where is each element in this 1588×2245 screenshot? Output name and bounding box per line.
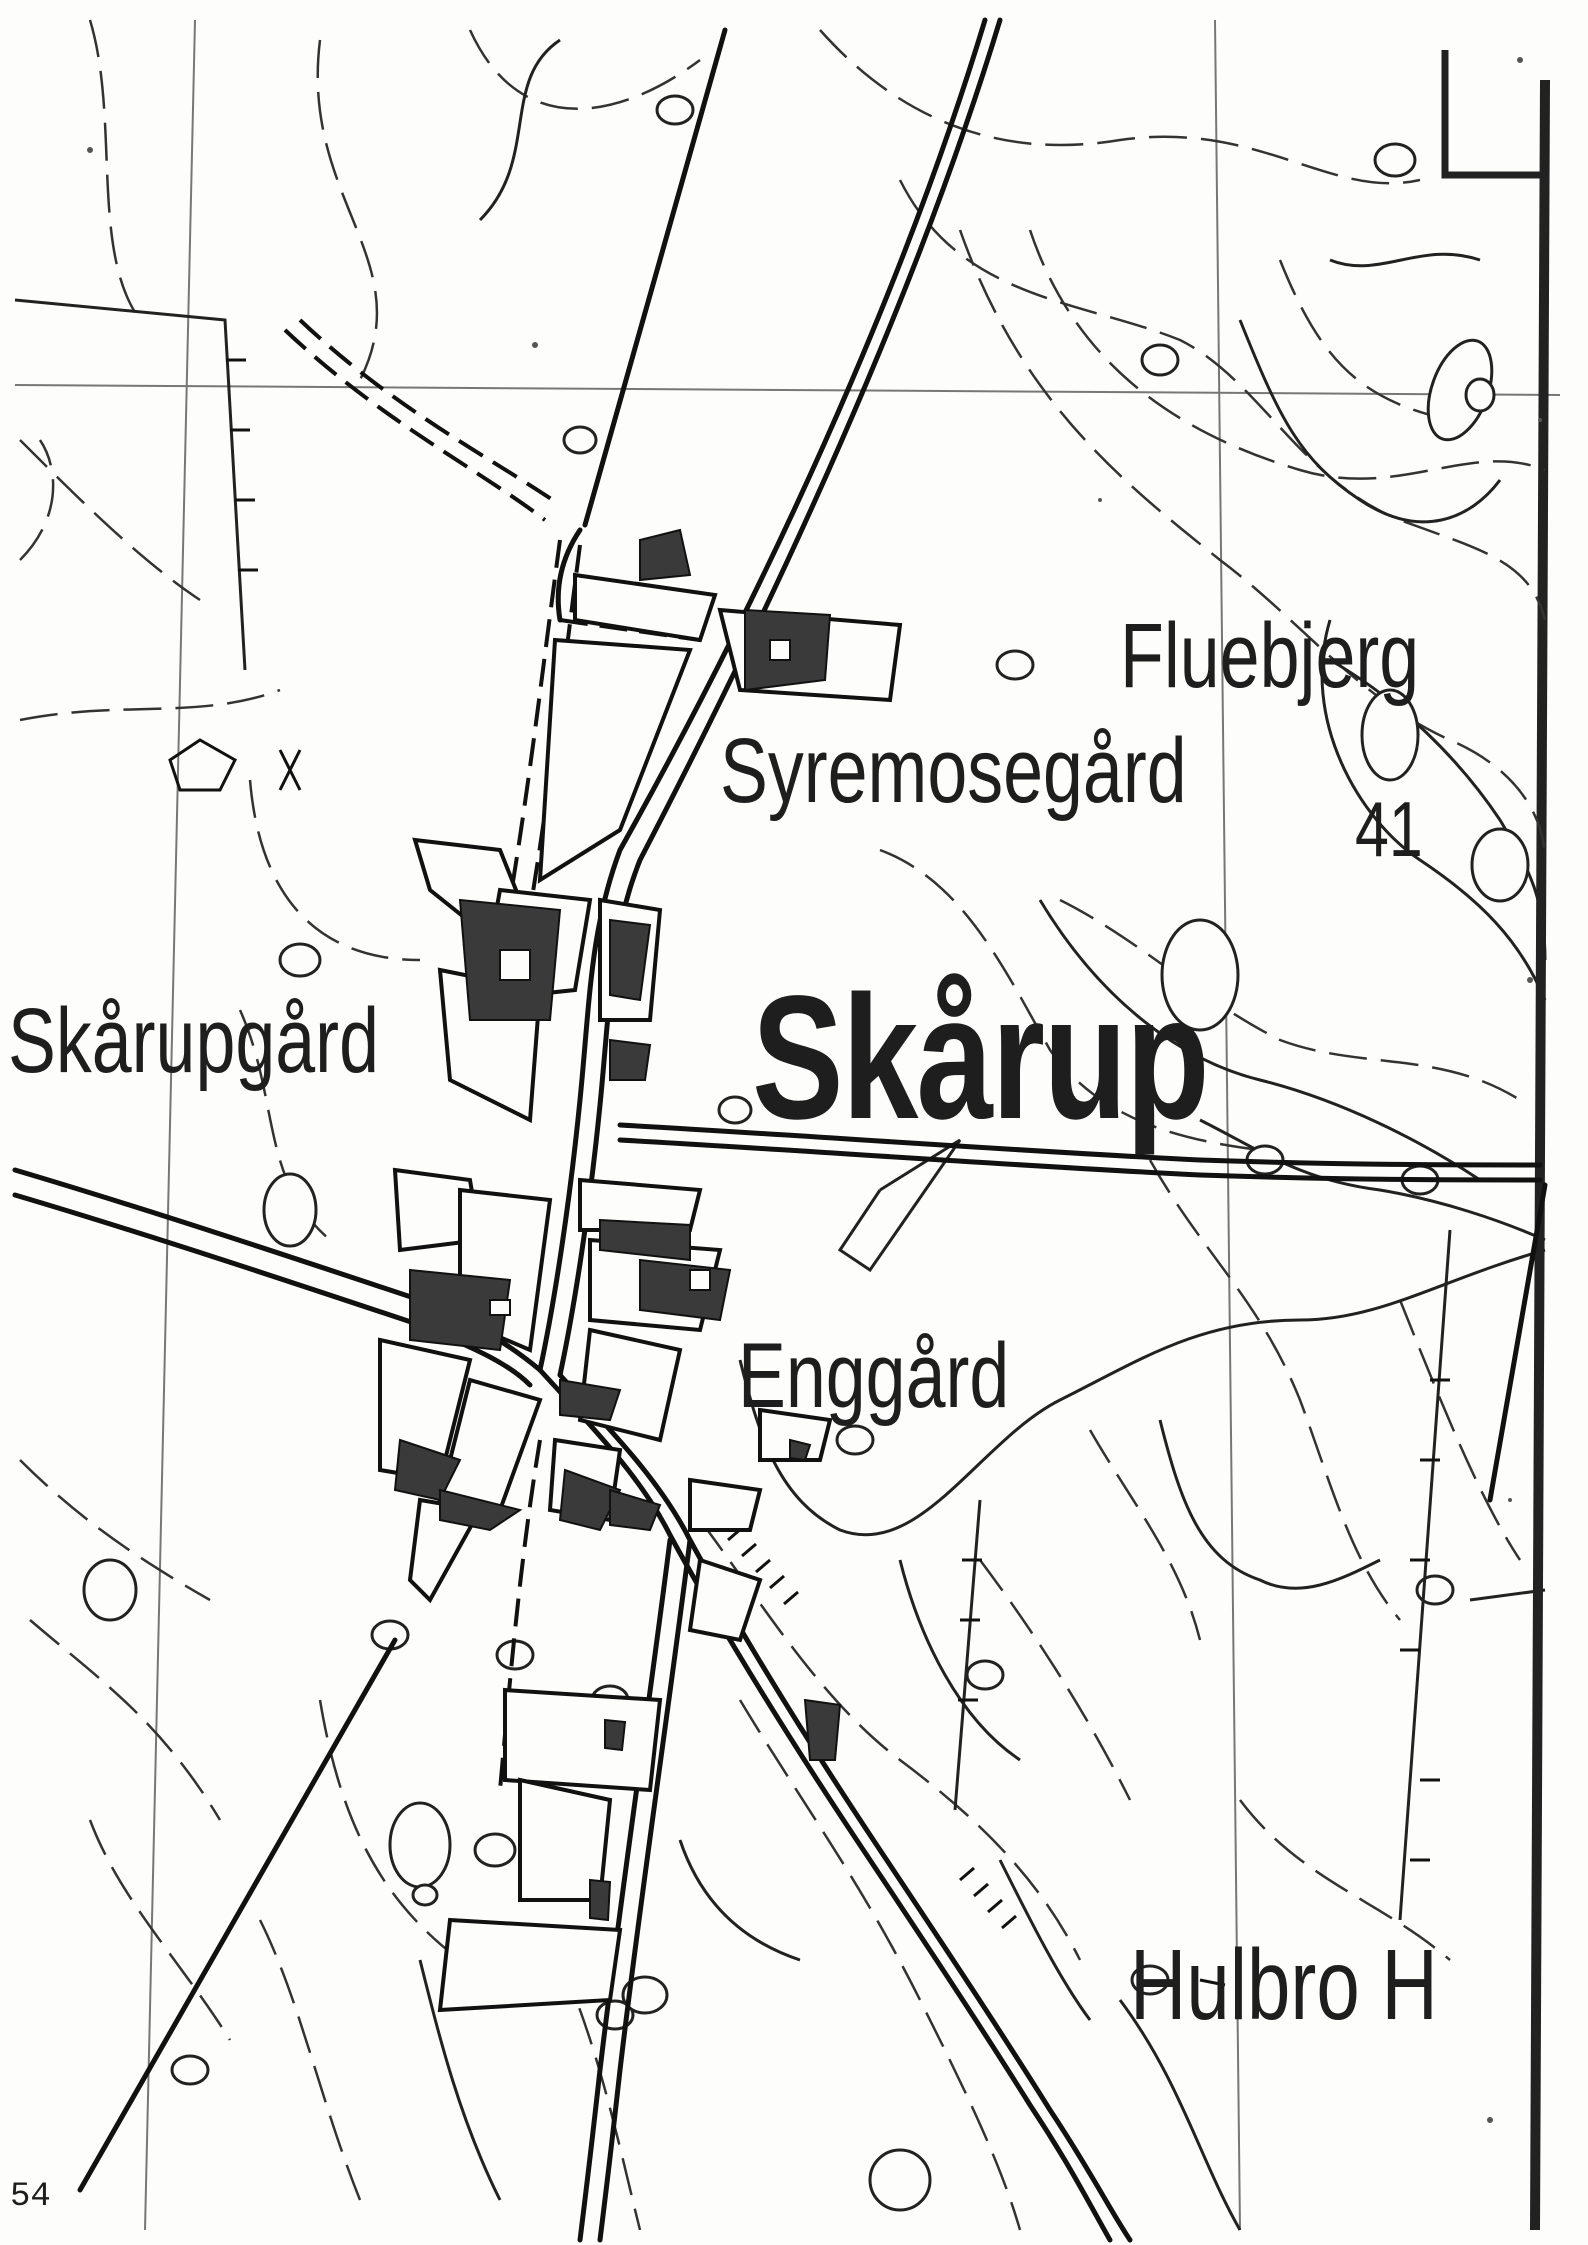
place-label-enggard: Enggård (738, 1325, 1010, 1427)
place-label-syremosegard: Syremosegård (720, 720, 1187, 822)
courtyards (489, 639, 791, 1316)
scan-border (1441, 50, 1550, 2231)
scan-noise (87, 57, 1542, 2123)
tick-marks (226, 358, 1450, 1862)
village-blocks (378, 572, 903, 2013)
page-number: 54 (10, 2178, 51, 2216)
place-label-skarup: Skårup (752, 960, 1210, 1156)
place-label-hulbro: Hulbro H (1130, 1929, 1438, 2041)
place-label-skarupgard: Skårupgård (8, 990, 379, 1092)
main-roads (12, 17, 1548, 2243)
contour-lines (19, 19, 1547, 2231)
place-label-fluebjerg: Fluebjerg (1120, 605, 1420, 707)
ponds (82, 94, 1530, 2212)
elevation-label: 41 (1355, 785, 1423, 873)
field-boundaries (14, 298, 1546, 1921)
map-symbols (168, 738, 1226, 1987)
grid-lines (14, 19, 1561, 2231)
